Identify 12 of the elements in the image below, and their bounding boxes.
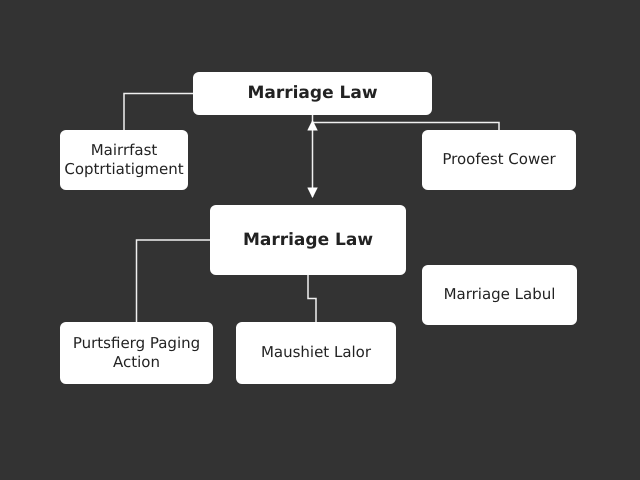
connector-line	[307, 275, 317, 322]
concept-box: Maushiet Lalor	[236, 322, 396, 384]
concept-box: Proofest Cower	[422, 130, 576, 190]
connector-line	[312, 115, 500, 130]
concept-box: Purtsfierg Paging Action	[60, 322, 213, 384]
connector-line	[136, 239, 210, 322]
concept-box: Marriage Law	[193, 72, 432, 115]
concept-box: Mairrfast Coptrtiatigment	[60, 130, 188, 190]
concept-box: Marriage Labul	[422, 265, 577, 325]
concept-box: Marriage Law	[210, 205, 406, 275]
double-arrow	[307, 120, 318, 198]
connector-line	[123, 92, 193, 130]
